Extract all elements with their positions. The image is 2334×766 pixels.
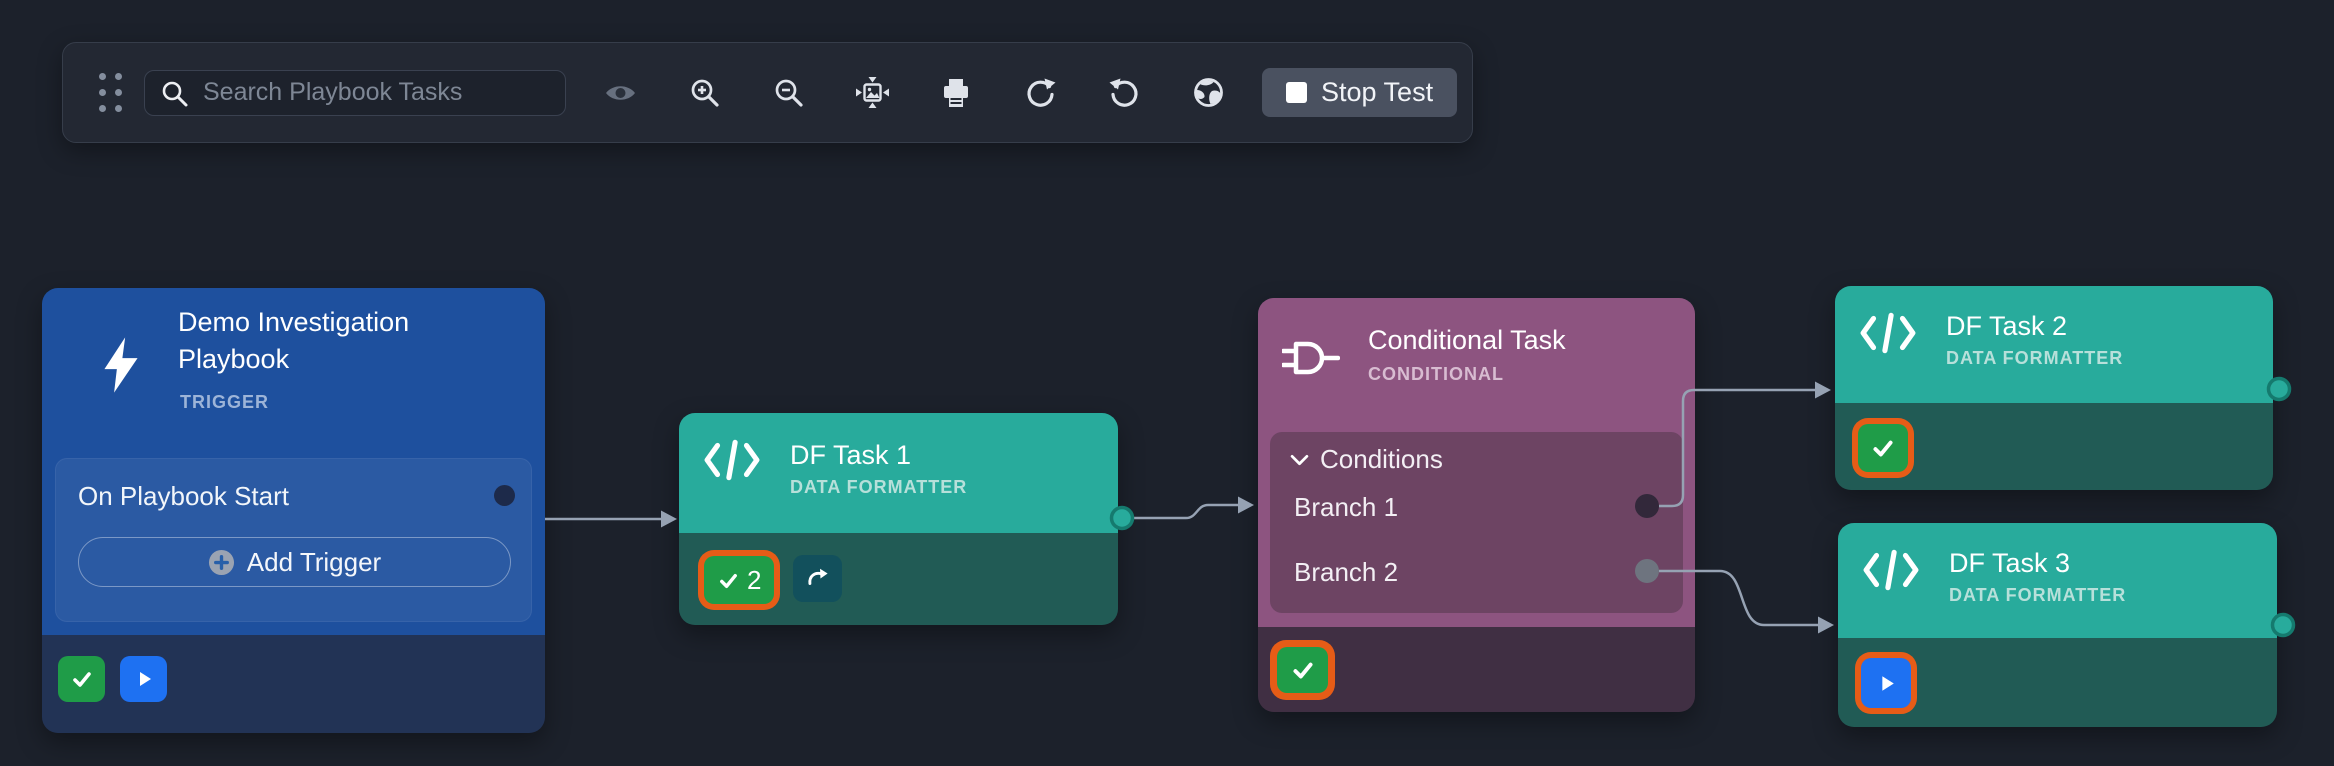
run-status-button-selected[interactable] <box>1855 652 1917 714</box>
arrowhead <box>1238 496 1254 514</box>
redo-arrow-icon <box>808 568 828 585</box>
branch-2-label[interactable]: Branch 2 <box>1294 557 1399 587</box>
node-title: DF Task 3 <box>1949 548 2071 578</box>
conditions-collapse-row[interactable]: Conditions <box>1290 444 1443 475</box>
node-df-task-2[interactable]: DF Task 2 DATA FORMATTER <box>1835 286 2273 490</box>
success-status-button[interactable] <box>58 656 105 702</box>
node-title: DF Task 1 <box>790 440 912 470</box>
df1-footer: 2 <box>679 533 1118 625</box>
run-status-button[interactable] <box>120 656 167 702</box>
node-type-label: DATA FORMATTER <box>1946 348 2124 368</box>
undo-icon <box>1109 78 1138 107</box>
stop-square-icon <box>1286 82 1307 103</box>
success-status-button-selected[interactable]: 2 <box>698 550 781 610</box>
zoom-in-icon <box>691 79 719 107</box>
node-title: DF Task 2 <box>1946 311 2068 341</box>
check-icon <box>720 573 737 588</box>
chevron-down-icon <box>1290 454 1309 466</box>
conditional-header: Conditional Task CONDITIONAL Conditions … <box>1258 298 1695 627</box>
play-icon <box>1881 675 1894 691</box>
node-type-label: TRIGGER <box>180 392 270 412</box>
node-df-task-1[interactable]: DF Task 1 DATA FORMATTER 2 <box>679 413 1118 625</box>
check-icon <box>1873 440 1893 457</box>
globe-button[interactable] <box>1166 58 1250 128</box>
trigger-node-footer <box>42 635 545 733</box>
trigger-output-port[interactable] <box>494 485 515 506</box>
node-title: Demo Investigation Playbook <box>178 307 410 374</box>
node-title: Conditional Task <box>1368 325 1566 355</box>
df1-header: DF Task 1 DATA FORMATTER <box>679 413 1118 533</box>
fit-view-button[interactable] <box>830 58 914 128</box>
trigger-list-panel: On Playbook Start Add Trigger <box>55 458 532 622</box>
trigger-start-item[interactable]: On Playbook Start <box>78 481 289 511</box>
drag-handle-icon[interactable] <box>99 73 122 112</box>
logic-gate-icon <box>1282 341 1340 375</box>
conditions-panel: Conditions Branch 1 Branch 2 <box>1270 432 1683 613</box>
globe-icon <box>1193 78 1223 107</box>
conditional-footer <box>1258 627 1695 712</box>
edge-df1-to-conditional <box>1133 503 1238 520</box>
stop-test-label: Stop Test <box>1321 77 1434 107</box>
print-icon <box>944 78 968 107</box>
arrowhead <box>1818 616 1834 634</box>
stop-test-button[interactable]: Stop Test <box>1262 68 1458 117</box>
play-icon <box>139 672 151 686</box>
zoom-out-button[interactable] <box>746 58 830 128</box>
df3-header: DF Task 3 DATA FORMATTER <box>1838 523 2277 638</box>
arrowhead <box>1815 381 1831 399</box>
add-trigger-button[interactable]: Add Trigger <box>78 537 511 587</box>
undo-button[interactable] <box>1082 58 1166 128</box>
success-status-button-selected[interactable] <box>1270 640 1335 700</box>
print-button[interactable] <box>914 58 998 128</box>
zoom-in-button[interactable] <box>662 58 746 128</box>
success-status-button-selected[interactable] <box>1852 418 1914 478</box>
lightning-bolt-icon <box>104 337 138 393</box>
success-count: 2 <box>747 564 762 595</box>
code-icon <box>704 439 760 481</box>
branch-1-output-port[interactable] <box>1635 494 1659 518</box>
node-trigger[interactable]: Demo Investigation Playbook TRIGGER On P… <box>42 288 545 733</box>
rerun-button[interactable] <box>793 555 842 602</box>
arrowhead <box>661 510 677 528</box>
search-box <box>144 69 566 116</box>
plus-circle-icon <box>208 549 234 575</box>
search-input[interactable] <box>144 69 566 116</box>
df2-footer <box>1835 403 2273 490</box>
eye-button[interactable] <box>578 58 662 128</box>
search-icon <box>162 81 188 106</box>
canvas-toolbar: Stop Test <box>62 42 1473 143</box>
df3-footer <box>1838 638 2277 727</box>
conditions-label: Conditions <box>1320 444 1443 474</box>
add-trigger-label: Add Trigger <box>246 546 382 577</box>
df2-header: DF Task 2 DATA FORMATTER <box>1835 286 2273 403</box>
trigger-node-header: Demo Investigation Playbook TRIGGER On P… <box>42 288 545 635</box>
check-icon <box>1292 662 1313 679</box>
node-type-label: CONDITIONAL <box>1368 364 1504 384</box>
toolbar-icon-row <box>578 58 1250 128</box>
redo-icon <box>1026 78 1055 107</box>
code-icon <box>1860 312 1916 354</box>
node-type-label: DATA FORMATTER <box>1949 585 2127 605</box>
zoom-out-icon <box>775 79 803 107</box>
fit-view-icon <box>855 77 889 108</box>
node-type-label: DATA FORMATTER <box>790 477 968 497</box>
branch-2-output-port[interactable] <box>1635 559 1659 583</box>
node-conditional[interactable]: Conditional Task CONDITIONAL Conditions … <box>1258 298 1695 712</box>
check-icon <box>72 672 91 687</box>
node-df-task-3[interactable]: DF Task 3 DATA FORMATTER <box>1838 523 2277 727</box>
eye-icon <box>605 85 635 100</box>
branch-1-label[interactable]: Branch 1 <box>1294 492 1399 522</box>
code-icon <box>1863 549 1919 591</box>
redo-button[interactable] <box>998 58 1082 128</box>
